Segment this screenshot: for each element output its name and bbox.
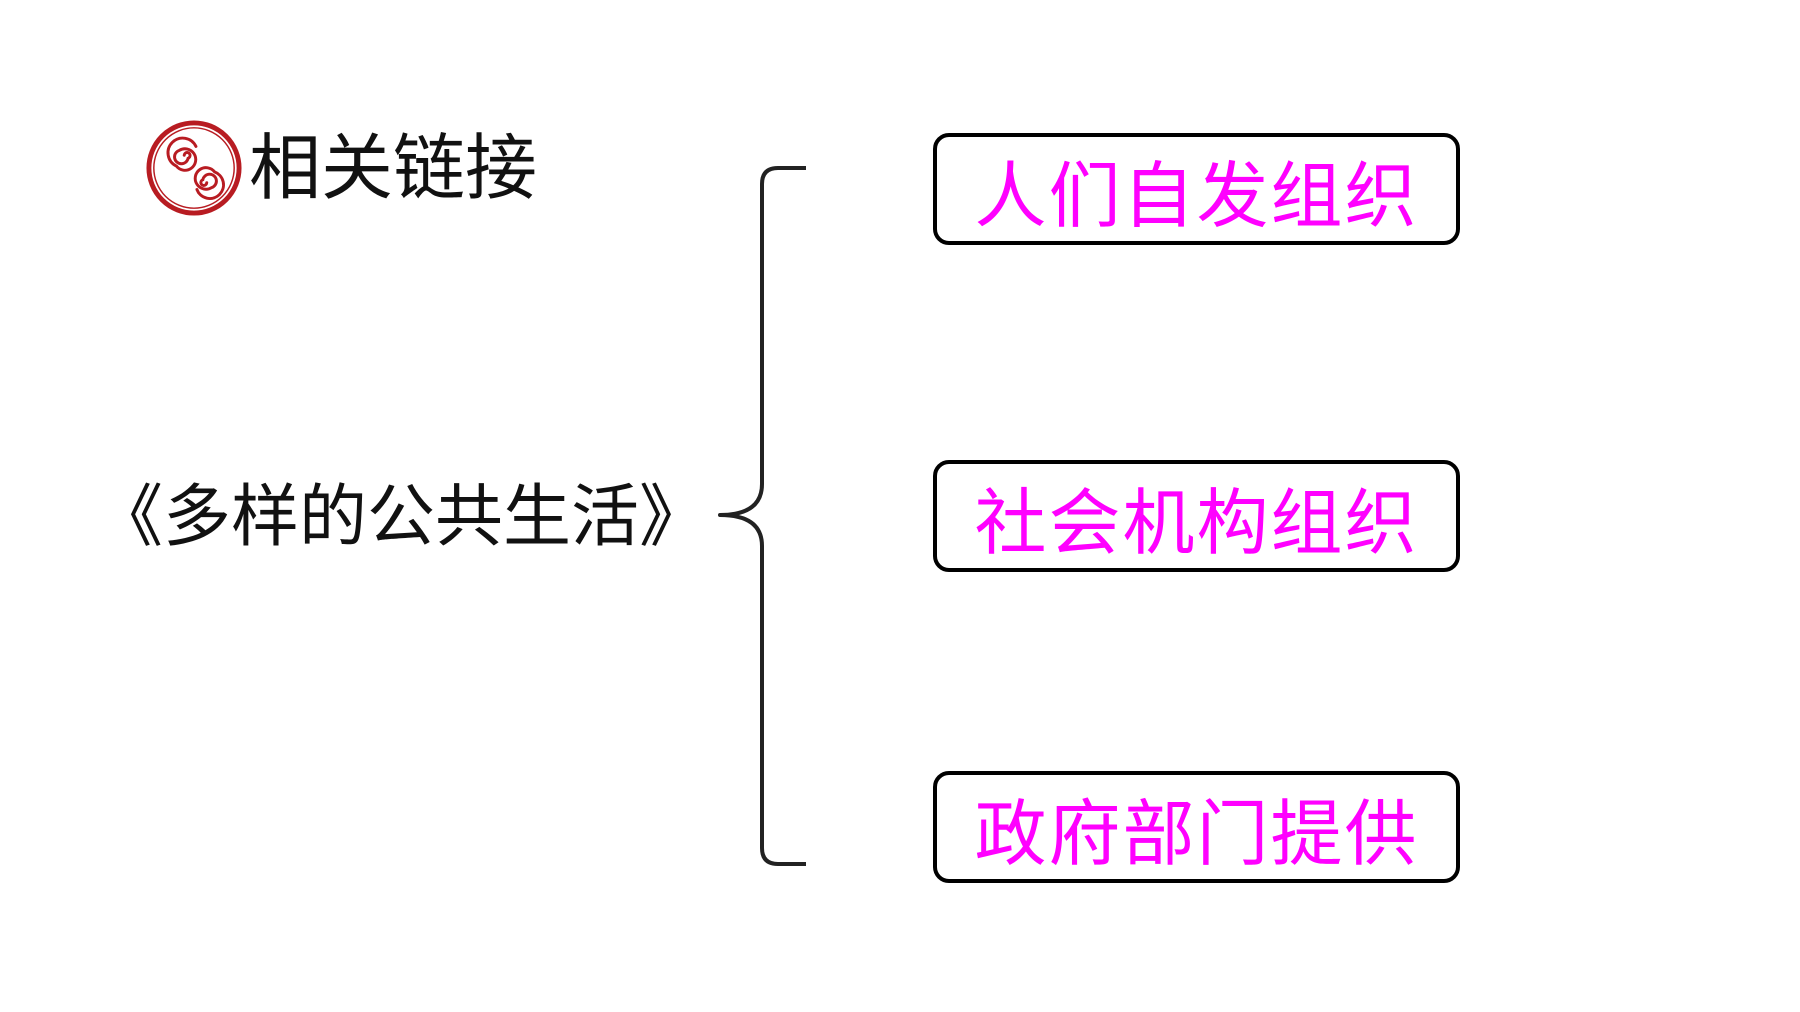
section-title: 相关链接 — [249, 126, 538, 210]
section-header: 相关链接 — [145, 118, 537, 218]
branch-label: 人们自发组织 — [974, 153, 1419, 238]
spiral-seal-icon — [146, 120, 242, 216]
branch-box-spontaneous: 人们自发组织 — [933, 133, 1460, 245]
central-topic: 《多样的公共生活》 — [95, 477, 708, 557]
branch-box-social-institutions: 社会机构组织 — [933, 460, 1460, 572]
branch-box-government: 政府部门提供 — [933, 771, 1460, 883]
branch-label: 社会机构组织 — [974, 480, 1419, 565]
branch-label: 政府部门提供 — [974, 791, 1419, 876]
